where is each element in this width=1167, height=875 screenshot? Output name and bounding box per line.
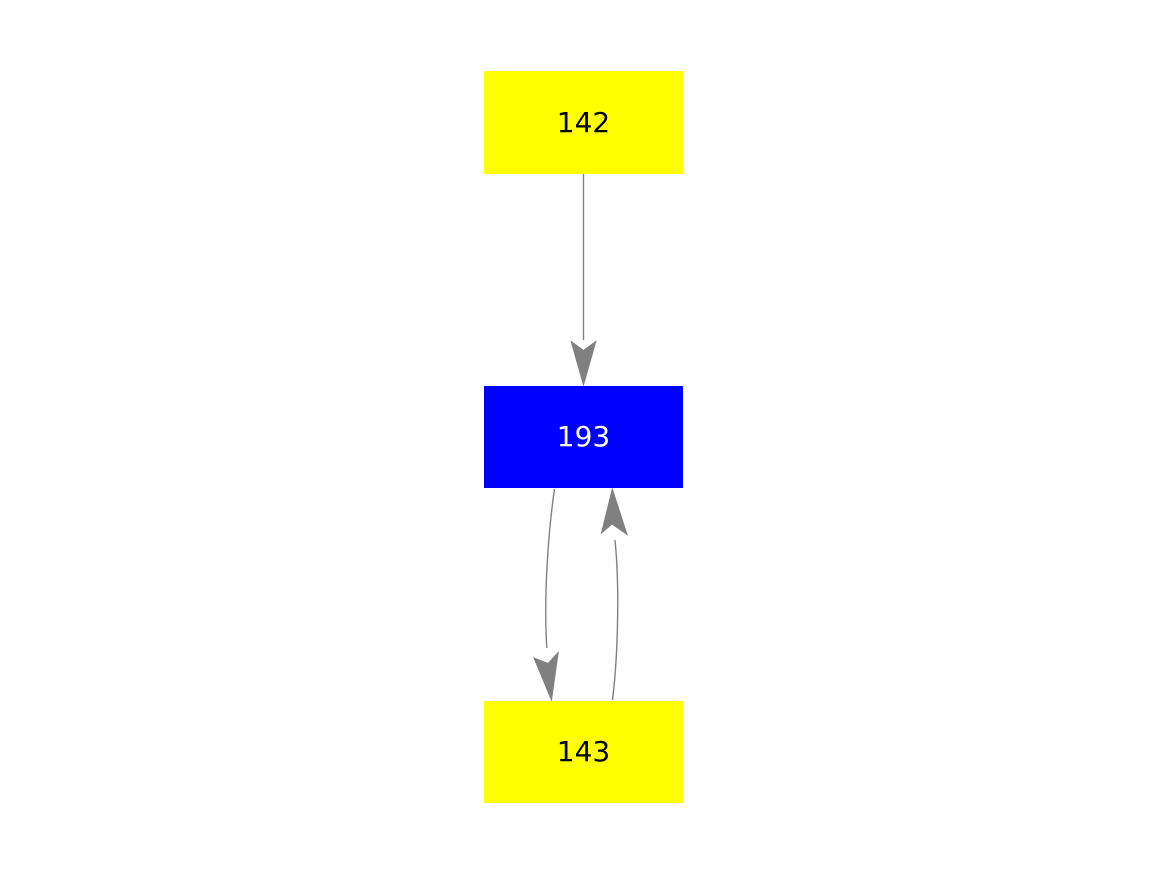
graph-node-193-label: 193 bbox=[556, 420, 611, 453]
edge-193-to-143-arrowhead bbox=[533, 650, 559, 702]
graph-node-143-label: 143 bbox=[556, 735, 611, 768]
edge-193-to-143[interactable] bbox=[533, 488, 559, 702]
edge-143-to-193-line bbox=[611, 539, 619, 701]
edge-193-to-143-line bbox=[545, 488, 556, 649]
graph-node-142[interactable]: 142 bbox=[484, 71, 683, 174]
graph-node-143[interactable]: 143 bbox=[484, 701, 683, 803]
edge-142-to-193[interactable] bbox=[570, 174, 597, 387]
edge-143-to-193-arrowhead bbox=[600, 487, 628, 536]
graph-node-142-label: 142 bbox=[556, 105, 611, 139]
edge-142-to-193-arrowhead bbox=[570, 340, 597, 387]
graph-node-193[interactable]: 193 bbox=[484, 386, 683, 488]
edge-143-to-193[interactable] bbox=[600, 487, 628, 701]
